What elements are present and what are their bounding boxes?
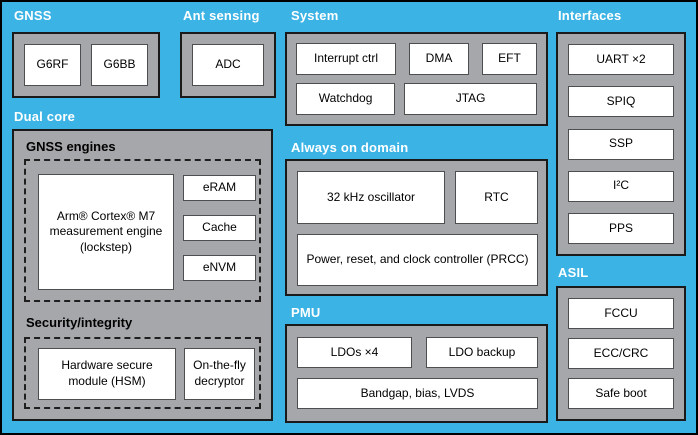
block-pps: PPS (568, 213, 674, 244)
block-bandgap-bias-lvds: Bandgap, bias, LVDS (297, 378, 538, 409)
block-interrupt-ctrl: Interrupt ctrl (296, 43, 396, 75)
panel-system: Interrupt ctrl DMA EFT Watchdog JTAG (285, 32, 548, 126)
block-ldo-backup: LDO backup (426, 337, 538, 368)
section-label-interfaces: Interfaces (558, 8, 622, 23)
section-label-gnss: GNSS (14, 8, 52, 23)
block-ecc-crc: ECC/CRC (568, 338, 674, 369)
block-eft: EFT (482, 43, 537, 75)
block-adc: ADC (192, 44, 264, 86)
block-rtc: RTC (455, 171, 538, 224)
panel-pmu: LDOs ×4 LDO backup Bandgap, bias, LVDS (285, 324, 548, 423)
block-watchdog: Watchdog (296, 83, 396, 115)
block-otf-decryptor: On-the-fly decryptor (184, 348, 255, 400)
block-spiq: SPIQ (568, 86, 674, 118)
section-label-dual-core: Dual core (14, 109, 76, 124)
block-32khz-oscillator: 32 kHz oscillator (297, 171, 445, 224)
panel-dual-core: GNSS engines Arm® Cortex® M7 measurement… (12, 129, 273, 421)
section-label-asil: ASIL (558, 265, 589, 280)
panel-always-on-domain: 32 kHz oscillator RTC Power, reset, and … (285, 159, 548, 296)
group-security-integrity: Hardware secure module (HSM) On-the-fly … (24, 337, 261, 409)
block-cortex-m7: Arm® Cortex® M7 measurement engine (lock… (38, 174, 174, 290)
section-label-system: System (291, 8, 339, 23)
block-jtag: JTAG (404, 83, 537, 115)
block-ldos-x4: LDOs ×4 (297, 337, 412, 368)
block-envm: eNVM (183, 255, 256, 281)
group-label-security-integrity: Security/integrity (26, 315, 133, 330)
block-safe-boot: Safe boot (568, 378, 674, 409)
block-eram: eRAM (183, 175, 256, 201)
system-row-1: Interrupt ctrl DMA EFT (296, 43, 537, 75)
block-uart-x2: UART ×2 (568, 44, 674, 75)
block-dma: DMA (409, 43, 469, 75)
block-fccu: FCCU (568, 298, 674, 329)
group-label-gnss-engines: GNSS engines (26, 139, 116, 154)
section-label-always-on-domain: Always on domain (291, 140, 409, 155)
block-hsm: Hardware secure module (HSM) (38, 348, 176, 400)
block-cache: Cache (183, 215, 256, 241)
block-ssp: SSP (568, 128, 674, 160)
section-label-pmu: PMU (291, 305, 321, 320)
panel-gnss: G6RF G6BB (12, 32, 160, 98)
panel-interfaces: UART ×2 SPIQ SSP I²C PPS (556, 32, 686, 256)
block-g6bb: G6BB (91, 44, 148, 86)
panel-ant-sensing: ADC (180, 32, 276, 98)
panel-asil: FCCU ECC/CRC Safe boot (556, 286, 686, 421)
block-prcc: Power, reset, and clock controller (PRCC… (297, 234, 538, 286)
block-i2c: I²C (568, 170, 674, 202)
group-gnss-engines: Arm® Cortex® M7 measurement engine (lock… (24, 159, 261, 302)
system-row-2: Watchdog JTAG (296, 83, 537, 115)
section-label-ant-sensing: Ant sensing (183, 8, 260, 23)
block-g6rf: G6RF (24, 44, 81, 86)
